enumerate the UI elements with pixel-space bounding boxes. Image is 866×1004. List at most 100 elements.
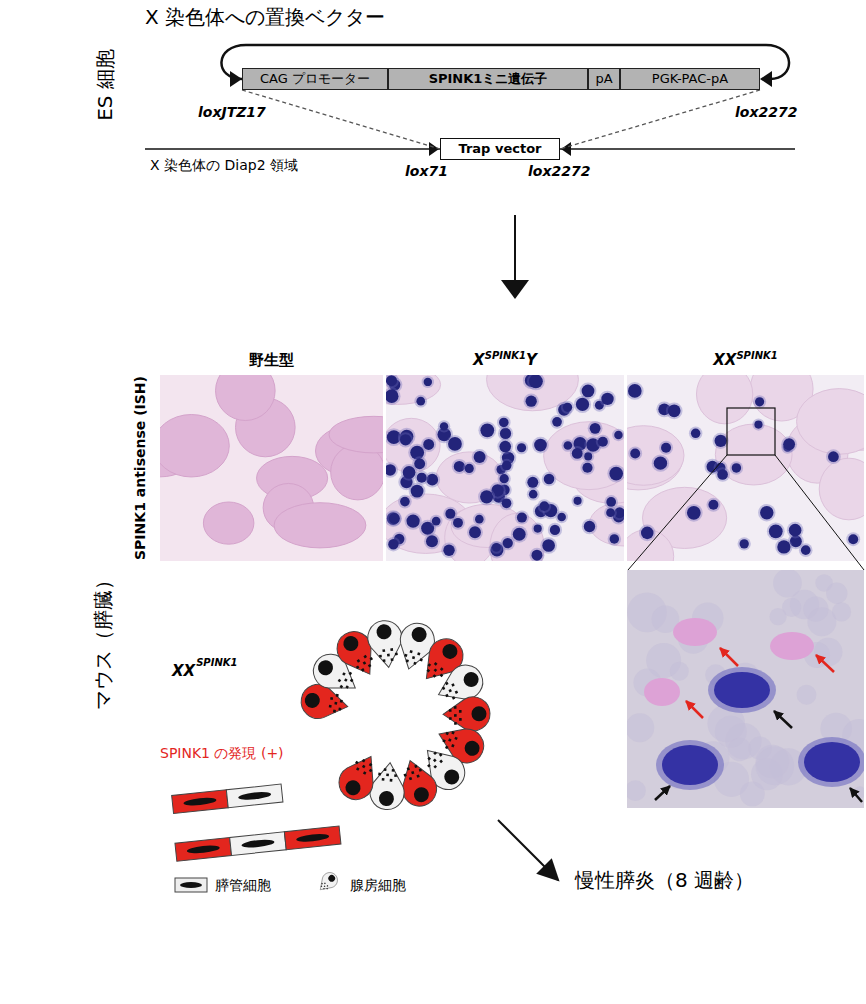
black-arrow bbox=[655, 786, 670, 800]
zymogen-granule bbox=[334, 702, 337, 705]
lox-site bbox=[760, 71, 772, 87]
signal-halo bbox=[430, 515, 443, 528]
zymogen-granule bbox=[321, 883, 323, 885]
positive-signal bbox=[662, 745, 718, 785]
legend-acinar-icon bbox=[315, 869, 341, 895]
ish-signal bbox=[492, 543, 501, 552]
nucleus bbox=[241, 838, 275, 848]
black-arrow bbox=[850, 788, 862, 802]
process-arrow-head bbox=[501, 280, 529, 299]
legend-text: 腺房細胞 bbox=[350, 877, 406, 894]
ish-signal bbox=[628, 384, 642, 398]
zymogen-granule bbox=[386, 773, 389, 776]
signal-halo bbox=[511, 526, 528, 543]
signal-halo bbox=[604, 506, 617, 519]
ish-signal bbox=[755, 397, 764, 406]
signal-halo bbox=[386, 387, 401, 405]
ish-signal bbox=[641, 527, 654, 540]
ish-signal bbox=[513, 528, 526, 541]
node-label: SPINK1ミニ遺伝子 bbox=[429, 71, 548, 87]
signal-halo bbox=[570, 446, 585, 461]
signal-halo bbox=[515, 511, 529, 525]
zymogen-granule bbox=[433, 765, 437, 769]
ish-signal bbox=[527, 477, 538, 488]
zymogen-granule bbox=[345, 685, 349, 689]
signal-halo bbox=[612, 429, 624, 442]
zymogen-granule bbox=[327, 885, 329, 887]
positive-signal bbox=[714, 672, 770, 708]
ish-image bbox=[160, 375, 383, 561]
ish-signal bbox=[572, 448, 583, 459]
ish-image bbox=[386, 375, 624, 561]
inset-ground bbox=[627, 570, 864, 808]
ish-signal bbox=[609, 467, 623, 481]
nucleus bbox=[315, 657, 336, 678]
zymogen-granule bbox=[428, 663, 432, 667]
ish-signal bbox=[465, 464, 474, 473]
ish-signal bbox=[500, 428, 511, 439]
ish-signal bbox=[590, 423, 601, 434]
zymogen-granule bbox=[433, 751, 437, 755]
signal-halo bbox=[488, 541, 505, 558]
signal-halo bbox=[473, 513, 486, 526]
panel-title: X bbox=[473, 351, 485, 369]
cell-body bbox=[315, 869, 341, 895]
signal-halo bbox=[478, 488, 495, 505]
zymogen-granule bbox=[369, 763, 373, 767]
zymogen-granule bbox=[382, 778, 385, 781]
signal-halo bbox=[441, 543, 456, 558]
ish-signal bbox=[400, 434, 411, 445]
node-label: CAG プロモーター bbox=[260, 71, 370, 87]
ish-signal bbox=[440, 422, 448, 430]
ish-signal bbox=[534, 525, 542, 533]
duct-cell bbox=[230, 832, 287, 856]
signal-halo bbox=[666, 402, 683, 419]
zymogen-granule bbox=[454, 706, 457, 709]
ish-signal bbox=[474, 451, 486, 463]
nucleus bbox=[439, 641, 460, 662]
zymogen-granule bbox=[321, 885, 323, 887]
zymogen-granule bbox=[362, 759, 366, 763]
zymogen-granule bbox=[417, 652, 420, 655]
ish-signal bbox=[426, 535, 438, 547]
signal-halo bbox=[525, 475, 540, 490]
ish-signal bbox=[582, 385, 595, 398]
panel-heading: XSPINK1Y bbox=[386, 345, 624, 369]
lox-label: loxJTZ17 bbox=[198, 104, 266, 121]
zymogen-granule bbox=[448, 738, 451, 741]
signal-halo bbox=[775, 538, 792, 555]
ish-signal bbox=[526, 396, 537, 407]
cell-body bbox=[333, 748, 386, 806]
inset-texture bbox=[769, 608, 786, 625]
side-label: SPINK1 antisense (ISH) bbox=[132, 376, 149, 560]
tissue-lobule bbox=[329, 416, 383, 453]
signal-halo bbox=[753, 395, 766, 408]
gene-segment: SPINK1ミニ遺伝子 bbox=[388, 68, 588, 90]
ish-signal bbox=[563, 403, 572, 412]
ish-signal bbox=[717, 469, 728, 480]
nucleus bbox=[378, 790, 394, 806]
side-label: ES 細胞 bbox=[93, 49, 117, 121]
nucleus bbox=[183, 796, 217, 806]
ish-panel: XSPINK1Y bbox=[386, 375, 624, 561]
zymogen-granule bbox=[391, 658, 394, 661]
ish-signal bbox=[417, 473, 427, 483]
zymogen-granule bbox=[410, 650, 413, 653]
signal-halo bbox=[532, 437, 549, 454]
panel-title: XX bbox=[713, 351, 736, 369]
signal-halo bbox=[767, 522, 785, 540]
zymogen-granule bbox=[427, 669, 431, 673]
ish-signal bbox=[614, 431, 623, 440]
duct-row bbox=[172, 784, 283, 813]
nucleus bbox=[461, 670, 481, 690]
lox-site bbox=[561, 142, 571, 156]
zymogen-granule bbox=[369, 657, 373, 661]
expression-note: SPINK1 の発現 (+) bbox=[160, 745, 284, 762]
signal-halo bbox=[490, 541, 503, 554]
zymogen-granule bbox=[342, 672, 346, 676]
acinar-cell bbox=[366, 619, 406, 670]
signal-halo bbox=[422, 376, 434, 388]
zymogen-granule bbox=[434, 668, 438, 672]
ish-signal bbox=[389, 513, 400, 524]
